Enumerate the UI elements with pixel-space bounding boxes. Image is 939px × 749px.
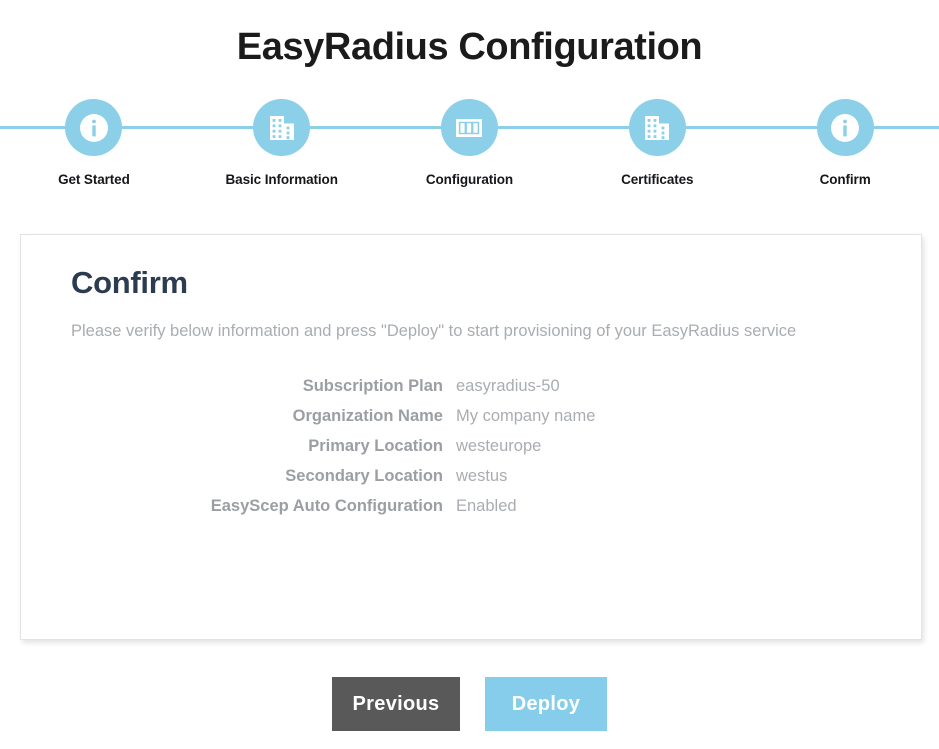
wizard-step-label: Basic Information (225, 172, 338, 187)
wizard-step-label: Confirm (819, 172, 871, 187)
building-icon (265, 111, 299, 145)
wizard-stepper: Get Started (0, 94, 939, 204)
wizard-step-certificates[interactable]: Certificates (563, 94, 751, 187)
detail-label: Subscription Plan (302, 377, 443, 395)
building-icon (640, 111, 674, 145)
wizard-step-basic-information[interactable]: Basic Information (188, 94, 376, 187)
wizard-step-label: Get Started (58, 172, 130, 187)
wizard-step-label: Configuration (425, 172, 514, 187)
detail-label: EasyScep Auto Configuration (210, 497, 443, 515)
step-circle-configuration (440, 99, 498, 156)
table-row: Secondary Location westus (71, 461, 873, 491)
detail-value: Enabled (456, 497, 517, 515)
page-title: EasyRadius Configuration (236, 26, 703, 68)
summary-table: Subscription Plan easyradius-50 Organiza… (71, 371, 873, 521)
table-row: Organization Name My company name (71, 401, 873, 431)
step-circle-basic-information (253, 99, 311, 156)
detail-value: My company name (456, 407, 596, 425)
info-circle-icon (827, 110, 863, 146)
step-circle-confirm (816, 99, 874, 156)
server-rack-icon (452, 111, 486, 145)
detail-label: Organization Name (292, 407, 443, 425)
wizard-step-label: Certificates (621, 172, 694, 187)
previous-button[interactable]: Previous (332, 677, 460, 731)
card-heading: Confirm (71, 265, 188, 300)
card-description: Please verify below information and pres… (71, 322, 797, 340)
wizard-steps: Get Started (0, 94, 939, 187)
footer-actions: Previous Deploy (0, 677, 939, 731)
deploy-button[interactable]: Deploy (485, 677, 607, 731)
wizard-step-get-started[interactable]: Get Started (0, 94, 188, 187)
wizard-step-confirm[interactable]: Confirm (751, 94, 939, 187)
confirm-card: Confirm Please verify below information … (20, 234, 922, 640)
step-circle-certificates (628, 99, 686, 156)
table-row: Subscription Plan easyradius-50 (71, 371, 873, 401)
detail-value: westeurope (456, 437, 542, 455)
table-row: EasyScep Auto Configuration Enabled (71, 491, 873, 521)
detail-label: Secondary Location (285, 467, 443, 485)
step-circle-get-started (65, 99, 123, 156)
table-row: Primary Location westeurope (71, 431, 873, 461)
detail-label: Primary Location (308, 437, 443, 455)
wizard-step-configuration[interactable]: Configuration (376, 94, 564, 187)
detail-value: easyradius-50 (456, 377, 560, 395)
info-circle-icon (76, 110, 112, 146)
detail-value: westus (456, 467, 508, 485)
